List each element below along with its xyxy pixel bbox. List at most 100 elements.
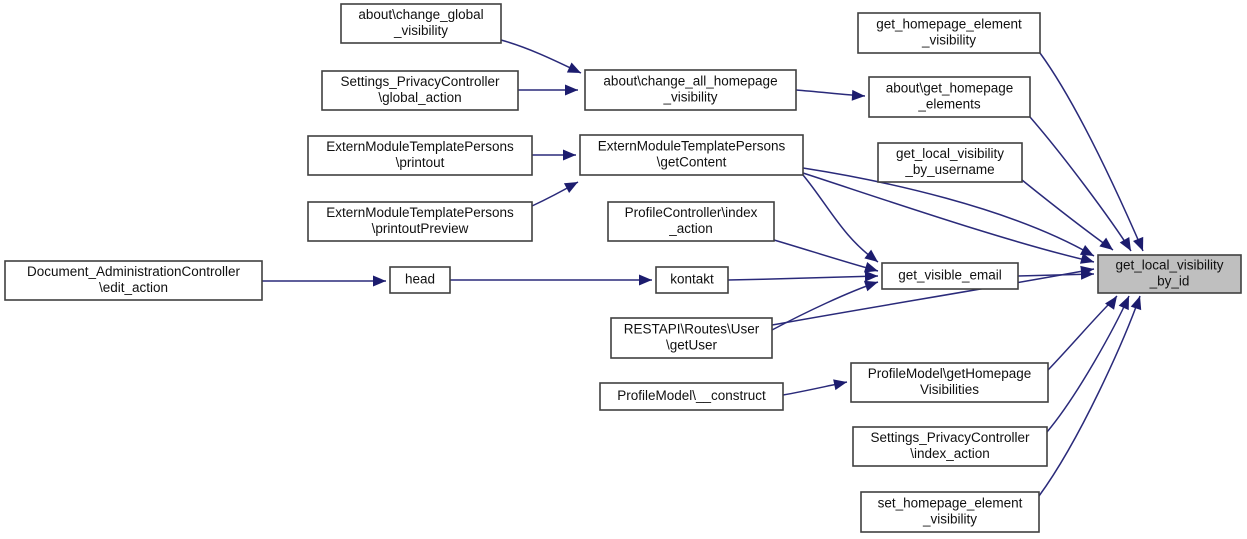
node-rect[interactable] xyxy=(4,260,263,301)
node-label: _visibility xyxy=(921,33,976,48)
node-label: \index_action xyxy=(910,446,990,461)
graph-node[interactable]: get_visible_email xyxy=(881,262,1019,290)
node-label: \global_action xyxy=(378,90,461,105)
arrow-head-icon xyxy=(639,274,652,286)
arrow-head-icon xyxy=(1130,296,1142,311)
graph-node[interactable]: RESTAPI\Routes\User\getUser xyxy=(610,317,773,359)
call-edge xyxy=(1039,52,1144,252)
call-edge xyxy=(773,239,879,272)
node-label: kontakt xyxy=(670,272,714,287)
node-label: Settings_PrivacyController xyxy=(870,430,1030,445)
node-rect[interactable] xyxy=(607,201,775,242)
node-label: head xyxy=(405,272,435,287)
graph-node[interactable]: Document_AdministrationController\edit_a… xyxy=(4,260,263,301)
graph-node[interactable]: ExternModuleTemplatePersons\getContent xyxy=(579,134,804,176)
arrow-head-icon xyxy=(566,62,581,73)
graph-node[interactable]: about\get_homepage_elements xyxy=(868,76,1031,118)
node-rect[interactable] xyxy=(321,70,519,111)
graph-node[interactable]: kontakt xyxy=(655,266,729,294)
graph-node[interactable]: get_local_visibility_by_id xyxy=(1097,254,1242,294)
call-edge xyxy=(771,268,1095,326)
node-label: \getContent xyxy=(657,155,727,170)
arrow-head-icon xyxy=(1079,253,1094,264)
call-edge xyxy=(1047,295,1118,371)
node-label: ProfileController\index xyxy=(625,205,758,220)
edges-layer xyxy=(262,39,1144,497)
node-rect[interactable] xyxy=(868,76,1031,118)
node-rect[interactable] xyxy=(1097,254,1242,294)
graph-node[interactable]: get_local_visibility_by_username xyxy=(877,142,1023,183)
node-rect[interactable] xyxy=(599,382,784,411)
node-label: _visibility xyxy=(393,23,448,38)
node-label: get_local_visibility xyxy=(896,146,1004,161)
arrow-head-icon xyxy=(373,275,386,287)
call-edge xyxy=(1046,295,1130,433)
graph-node[interactable]: ExternModuleTemplatePersons\printout xyxy=(307,135,533,176)
node-label: _by_id xyxy=(1149,274,1190,289)
arrow-head-icon xyxy=(1080,265,1094,277)
node-rect[interactable] xyxy=(852,426,1048,467)
node-rect[interactable] xyxy=(307,135,533,176)
arrow-head-icon xyxy=(1119,236,1131,251)
arrow-head-icon xyxy=(864,249,878,262)
graph-node[interactable]: ProfileController\index_action xyxy=(607,201,775,242)
node-rect[interactable] xyxy=(860,491,1040,533)
node-label: \getUser xyxy=(666,338,718,353)
node-label: about\change_all_homepage xyxy=(603,74,777,89)
node-rect[interactable] xyxy=(584,69,797,111)
node-label: ProfileModel\getHomepage xyxy=(868,366,1032,381)
node-rect[interactable] xyxy=(857,12,1041,54)
node-rect[interactable] xyxy=(389,266,451,294)
call-edge xyxy=(802,167,1095,257)
node-label: Settings_PrivacyController xyxy=(340,74,500,89)
node-label: ExternModuleTemplatePersons xyxy=(326,205,514,220)
node-label: _visibility xyxy=(662,90,717,105)
call-edge xyxy=(1029,116,1132,252)
graph-node[interactable]: about\change_global_visibility xyxy=(340,3,502,44)
graph-node[interactable]: ExternModuleTemplatePersons\printoutPrev… xyxy=(307,201,533,242)
call-edge xyxy=(802,174,879,263)
arrow-head-icon xyxy=(863,280,878,292)
arrow-head-icon xyxy=(563,182,578,193)
node-label: _visibility xyxy=(922,512,977,527)
node-label: \edit_action xyxy=(99,280,168,295)
node-label: \printoutPreview xyxy=(372,221,469,236)
node-rect[interactable] xyxy=(655,266,729,294)
graph-node[interactable]: get_homepage_element_visibility xyxy=(857,12,1041,54)
node-rect[interactable] xyxy=(881,262,1019,290)
node-label: Document_AdministrationController xyxy=(27,264,241,279)
node-label: get_homepage_element xyxy=(876,17,1022,32)
graph-node[interactable]: Settings_PrivacyController\global_action xyxy=(321,70,519,111)
node-label: get_local_visibility xyxy=(1115,258,1223,273)
graph-node[interactable]: head xyxy=(389,266,451,294)
node-label: about\get_homepage xyxy=(886,81,1014,96)
arrow-head-icon xyxy=(1079,245,1094,256)
arrow-head-icon xyxy=(851,89,865,101)
nodes-layer: about\change_global_visibilitySettings_P… xyxy=(4,3,1242,533)
node-rect[interactable] xyxy=(877,142,1023,183)
node-rect[interactable] xyxy=(579,134,804,176)
node-label: RESTAPI\Routes\User xyxy=(624,322,760,337)
arrow-head-icon xyxy=(1118,296,1129,311)
node-label: _by_username xyxy=(904,162,994,177)
arrow-head-icon xyxy=(863,261,878,273)
node-rect[interactable] xyxy=(610,317,773,359)
arrow-head-icon xyxy=(1133,236,1144,251)
node-rect[interactable] xyxy=(340,3,502,44)
graph-node[interactable]: ProfileModel\__construct xyxy=(599,382,784,411)
call-edge xyxy=(1021,179,1114,251)
graph-node[interactable]: set_homepage_element_visibility xyxy=(860,491,1040,533)
node-label: \printout xyxy=(396,155,445,170)
arrow-head-icon xyxy=(1105,296,1117,310)
node-label: Visibilities xyxy=(920,382,979,397)
node-rect[interactable] xyxy=(307,201,533,242)
arrow-head-icon xyxy=(565,84,578,96)
graph-node[interactable]: about\change_all_homepage_visibility xyxy=(584,69,797,111)
graph-node[interactable]: Settings_PrivacyController\index_action xyxy=(852,426,1048,467)
node-label: _action xyxy=(668,221,713,236)
node-rect[interactable] xyxy=(850,362,1049,403)
arrow-head-icon xyxy=(833,379,847,391)
